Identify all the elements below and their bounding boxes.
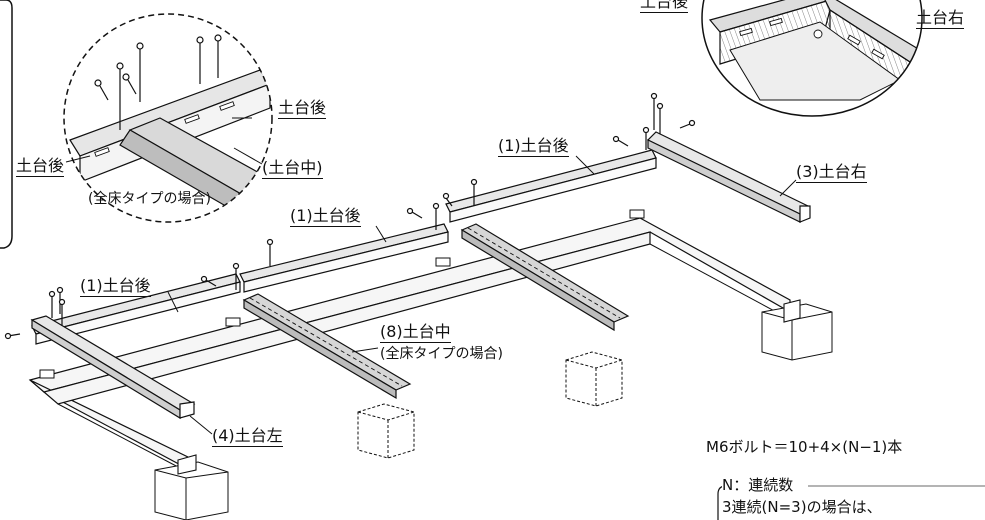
detail-caption: (全床タイプの場合) (88, 191, 211, 207)
note-legend: N：連続数 (722, 478, 798, 493)
detail-left-rail-label: 土台後 (16, 156, 65, 177)
part-right-rail-label: (3)土台右 (796, 162, 867, 183)
main-assembly (4, 92, 833, 520)
corner-inset (701, 0, 923, 117)
corner-left-label: 土台後 (640, 0, 689, 13)
note-example: 3連続(N=3)の場合は、 (722, 498, 882, 516)
part-rear-rail-label-1: (1)土台後 (80, 276, 151, 297)
detail-right-rail-label: 土台後 (278, 98, 327, 119)
side-panel-frame (0, 0, 13, 249)
bolt-formula: M6ボルト＝10+4×(N−1)本 (706, 438, 903, 456)
part-rear-rail-label-3: (1)土台後 (498, 136, 569, 157)
part-left-rail-label: (4)土台左 (212, 426, 283, 447)
corner-right-label: 土台右 (916, 8, 965, 29)
part-middle-rail-label: (8)土台中 (380, 322, 451, 343)
part-middle-rail-note: (全床タイプの場合) (380, 346, 503, 362)
detail-middle-rail-label: (土台中) (262, 158, 323, 179)
part-rear-rail-label-2: (1)土台後 (290, 206, 361, 227)
